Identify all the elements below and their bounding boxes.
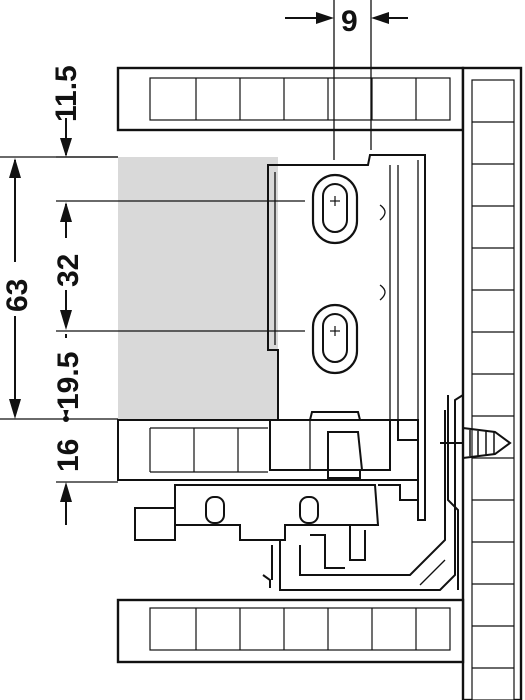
- top-board: [116, 66, 465, 132]
- dim-top-offset-label: 11.5: [50, 65, 83, 122]
- drawer-front-panel: [118, 157, 278, 419]
- dimension-top-offset: 11.5: [50, 65, 118, 158]
- fixing-screw: [440, 395, 512, 590]
- locking-clip: [269, 411, 391, 479]
- upper-slot-hole: [311, 173, 359, 245]
- lower-slot-hole: [311, 303, 359, 375]
- dim-bottom-offset-label: 16: [52, 439, 85, 472]
- dim-total-height-label: 63: [1, 279, 34, 312]
- bottom-board: [116, 598, 465, 664]
- dimension-total-height: 63: [0, 156, 118, 420]
- dimension-bottom-offset: 16: [50, 416, 118, 525]
- dim-top-width-label: 9: [341, 5, 358, 38]
- dim-hole-spacing-label: 32: [52, 254, 85, 287]
- dimension-hole-spacing: 32: [50, 200, 305, 332]
- dimension-top-width: 9: [285, 0, 408, 160]
- dimension-hole-offset: 19.5: [50, 334, 86, 419]
- drawer-runner: [134, 394, 464, 591]
- side-board: [461, 66, 523, 700]
- dim-hole-offset-label: 19.5: [52, 352, 85, 410]
